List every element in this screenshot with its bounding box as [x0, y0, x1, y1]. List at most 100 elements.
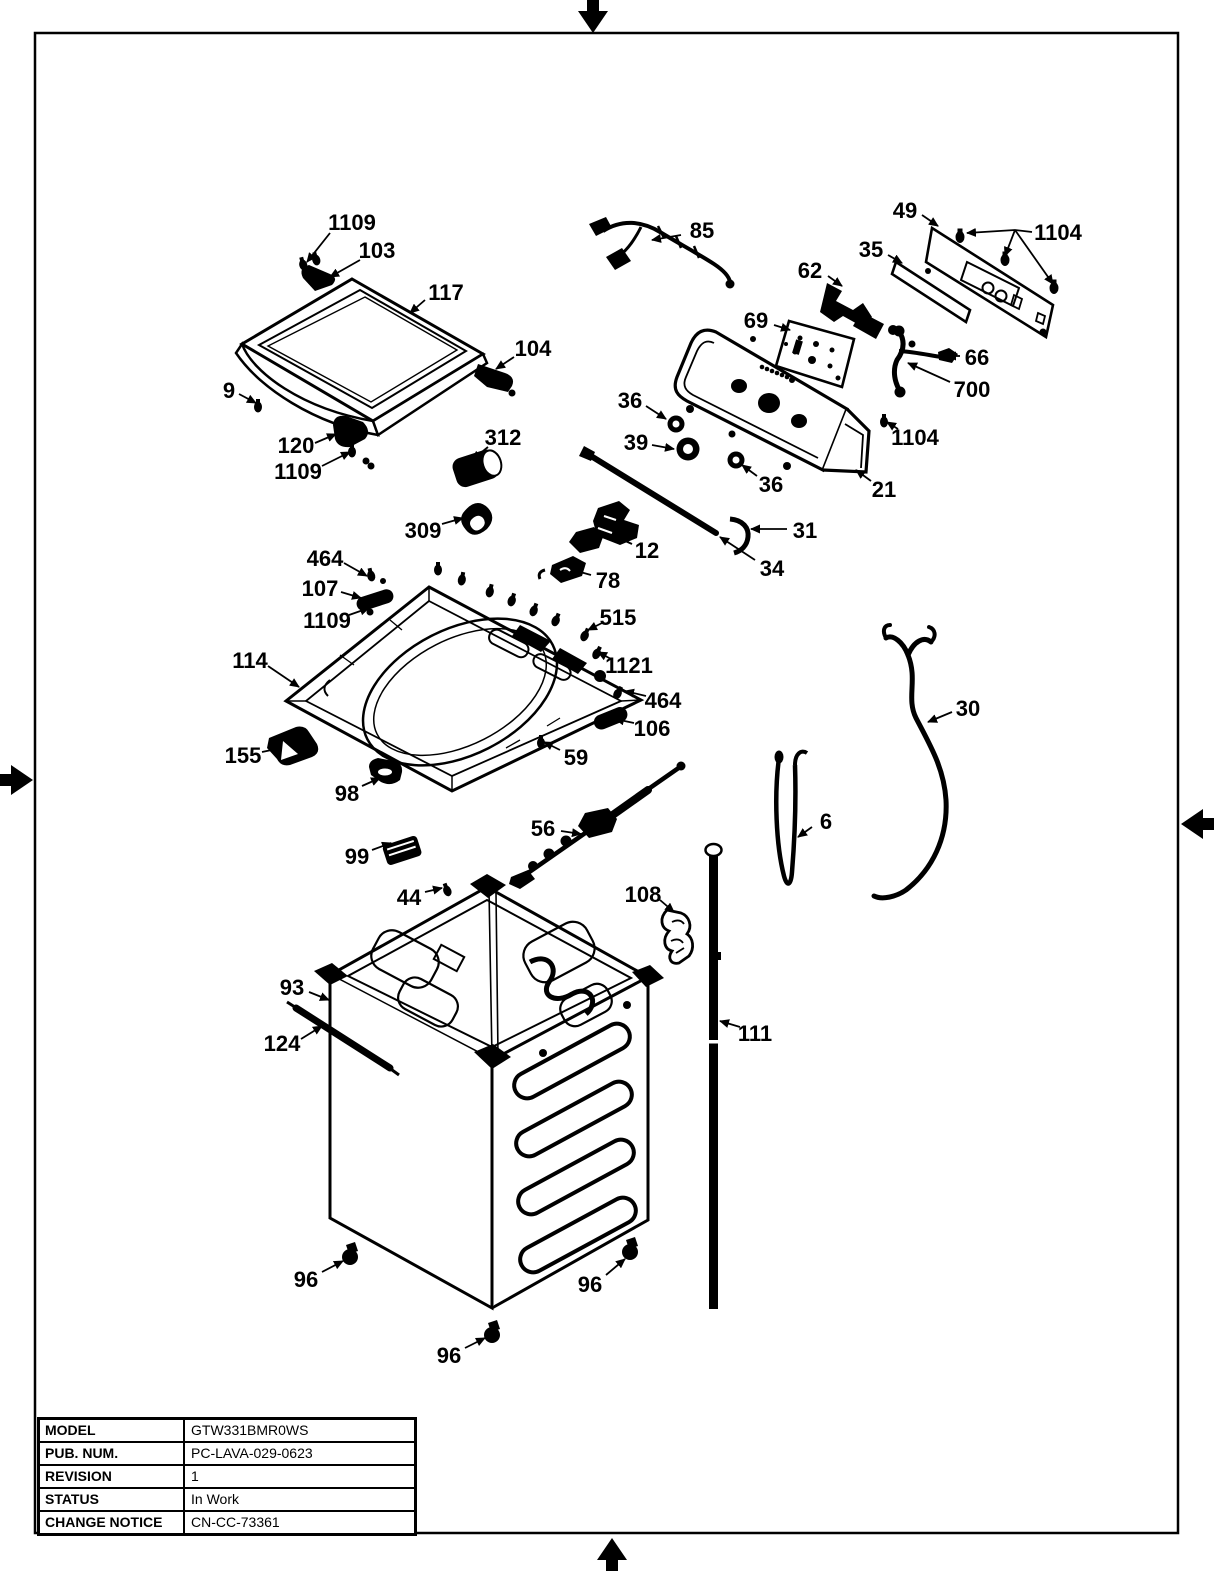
leader-line	[495, 356, 515, 370]
title-block-value: CN-CC-73361	[191, 1514, 280, 1530]
leader-line	[927, 711, 953, 723]
leader-line	[773, 323, 791, 332]
leader-line	[441, 516, 464, 525]
part-309-clamp	[461, 503, 493, 535]
leader-line	[659, 899, 675, 913]
part-93-cabinet	[314, 874, 664, 1311]
leader-line	[886, 421, 899, 431]
leader-line	[267, 665, 300, 688]
leader-line	[560, 828, 582, 838]
part-number-label: 1109	[328, 210, 376, 235]
part-number-label: 62	[798, 258, 822, 283]
part-108-bracket	[660, 908, 694, 965]
part-85-wire-harness	[589, 217, 735, 289]
title-block-value: In Work	[191, 1491, 239, 1507]
part-number-label: 35	[859, 237, 883, 262]
led-dot-row	[759, 364, 795, 383]
part-number-label: 59	[564, 745, 588, 770]
part-36-knob-seal-b	[727, 451, 745, 469]
part-6-hose	[774, 749, 809, 886]
leader-line	[719, 536, 756, 561]
part-number-label: 34	[760, 556, 785, 581]
leader-line	[348, 606, 370, 616]
part-number-label: 104	[515, 336, 552, 361]
registration-arrow-top	[578, 0, 608, 33]
title-block-row: STATUS In Work	[40, 1487, 414, 1510]
part-464-screw-left	[365, 567, 377, 583]
title-block: MODEL GTW331BMR0WS PUB. NUM. PC-LAVA-029…	[37, 1417, 417, 1536]
part-number-label: 96	[294, 1267, 318, 1292]
part-104-hinge	[474, 364, 516, 397]
part-120-hinge	[333, 415, 370, 465]
part-number-label: 103	[359, 238, 396, 263]
part-1109-screw	[367, 462, 375, 470]
part-155-corner-brace	[267, 726, 319, 766]
leader-line	[361, 777, 381, 787]
leader-line	[614, 716, 635, 726]
part-number-label: 1121	[605, 653, 653, 678]
part-number-label: 66	[965, 345, 989, 370]
leader-line	[741, 464, 758, 477]
part-number-label: 1104	[891, 425, 939, 450]
part-number-label: 9	[223, 378, 235, 403]
part-number-label: 44	[397, 885, 422, 910]
part-number-label: 120	[278, 433, 315, 458]
leader-line	[308, 991, 330, 1001]
part-number-label: 96	[437, 1343, 461, 1368]
part-number-label: 700	[954, 377, 991, 402]
part-1121-screw	[590, 644, 604, 661]
leader-line	[424, 885, 443, 895]
part-number-label: 114	[232, 648, 268, 673]
part-number-label: 96	[578, 1272, 602, 1297]
part-number-label: 98	[335, 781, 359, 806]
part-124-strip	[286, 1000, 400, 1077]
part-number-label: 1109	[274, 459, 322, 484]
leader-line	[966, 227, 1033, 237]
leader-line	[651, 442, 675, 452]
title-block-label: CHANGE NOTICE	[40, 1512, 185, 1533]
leader-line	[855, 469, 872, 482]
part-56-suspension-rod	[509, 761, 686, 889]
leader-line	[605, 1258, 626, 1276]
part-106-damper	[593, 707, 628, 730]
part-number-label: 93	[280, 975, 304, 1000]
part-number-label: 85	[690, 218, 714, 243]
part-700-harness	[891, 325, 958, 398]
part-number-label: 69	[744, 308, 768, 333]
leader-line	[719, 1019, 741, 1028]
callout-layer: 1109103117104912011093128549110435626966…	[223, 198, 1083, 1368]
part-9-screw	[254, 399, 262, 413]
leader-line	[645, 405, 667, 420]
title-block-label: REVISION	[40, 1466, 185, 1487]
page-border	[33, 31, 1180, 1535]
part-number-label: 515	[600, 605, 637, 630]
part-number-label: 99	[345, 844, 369, 869]
title-block-label: MODEL	[40, 1420, 185, 1441]
leader-line	[340, 591, 362, 600]
part-number-label: 31	[793, 518, 817, 543]
part-number-label: 312	[485, 425, 522, 450]
part-12-valve-assembly	[569, 501, 639, 553]
part-44-screw	[440, 882, 453, 898]
leader-line	[306, 232, 331, 263]
leader-line	[321, 451, 351, 467]
part-number-label: 78	[596, 568, 620, 593]
leader-line	[371, 841, 392, 851]
part-111-drain-hose	[704, 842, 723, 1309]
title-block-row: PUB. NUM. PC-LAVA-029-0623	[40, 1441, 414, 1464]
part-number-label: 106	[634, 716, 671, 741]
part-69-control-board	[774, 319, 856, 389]
part-number-label: 464	[307, 546, 344, 571]
leader-line	[300, 1025, 323, 1040]
part-312-roller	[452, 449, 503, 488]
registration-arrow-right	[1181, 809, 1214, 839]
leader-line	[261, 745, 282, 755]
part-number-label: 108	[625, 882, 662, 907]
registration-arrow-left	[0, 765, 33, 795]
part-number-label: 56	[531, 816, 555, 841]
part-107-damper	[356, 567, 394, 616]
part-1109-screw-c	[366, 608, 374, 616]
part-number-label: 6	[820, 809, 832, 834]
part-number-label: 124	[264, 1031, 301, 1056]
part-78-switch	[537, 556, 586, 583]
